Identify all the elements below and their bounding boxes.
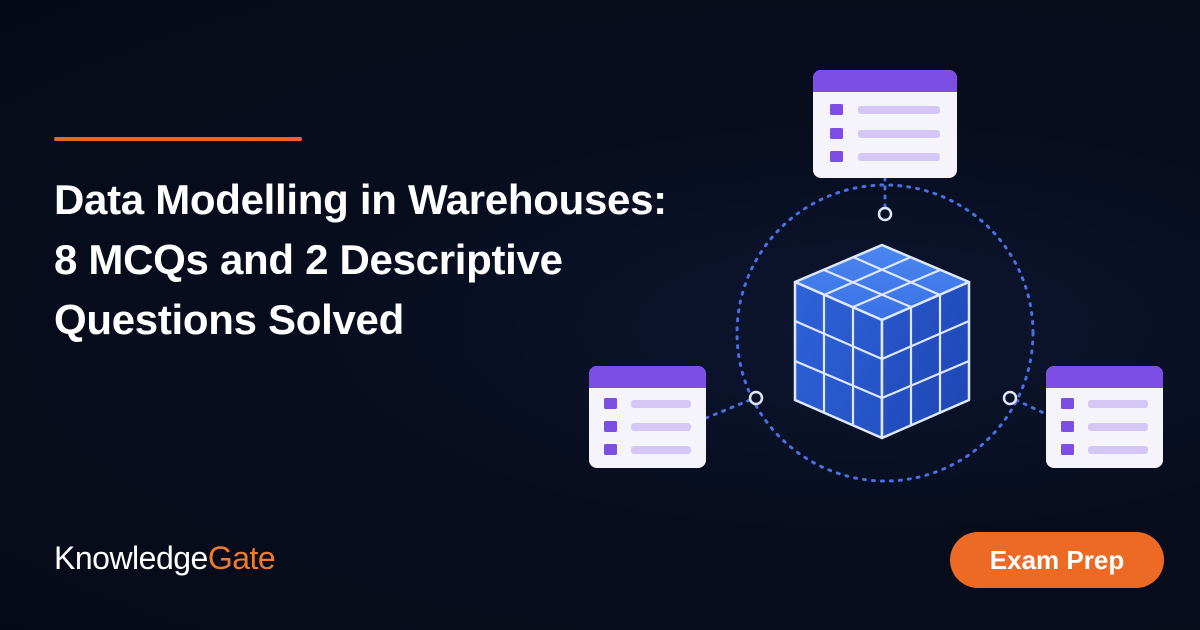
brand-name-part-1: Knowledge [54,540,208,576]
connector-right [1014,398,1048,416]
headline-line-1: Data Modelling in Warehouses: [54,176,667,223]
brand-name-part-2: Gate [207,540,276,576]
node-top [877,206,893,222]
brand-logo: KnowledgeGate [54,540,276,577]
headline-line-3: Questions Solved [54,296,404,343]
table-card-icon-left [589,366,706,468]
headline: Data Modelling in Warehouses: 8 MCQs and… [54,170,734,350]
cube-icon [793,243,971,440]
table-card-icon-right [1046,366,1163,468]
node-right [1002,390,1018,406]
exam-prep-badge: Exam Prep [950,532,1164,588]
headline-line-2: 8 MCQs and 2 Descriptive [54,236,563,283]
connector-left [704,398,752,420]
badge-label: Exam Prep [989,544,1125,575]
node-left [748,390,764,406]
accent-line [54,137,302,141]
orbit-ring [735,183,1035,483]
table-card-icon-top [813,70,957,178]
